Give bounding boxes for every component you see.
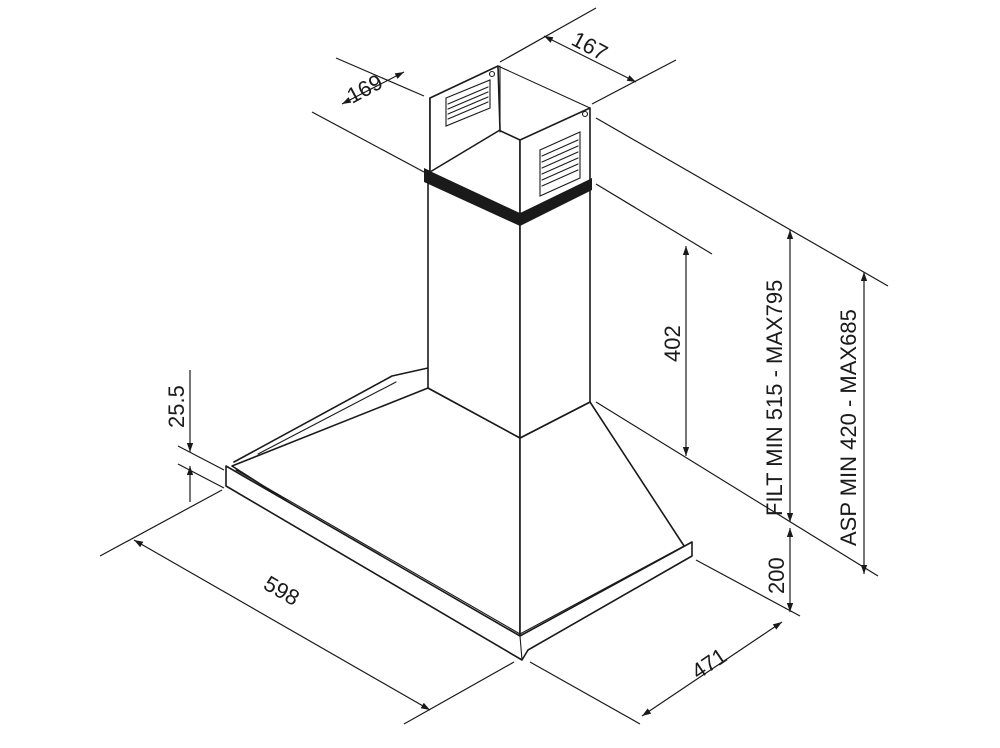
canopy-rear-shoulder: [233, 367, 429, 463]
front-lip: [225, 465, 693, 661]
label-canopy-height: 200: [764, 557, 789, 594]
label-depth: 471: [687, 643, 731, 684]
dimension-lines: [99, 7, 889, 725]
label-chimney-width: 167: [568, 26, 612, 65]
hood-body: [225, 65, 693, 661]
label-chimney-lower-height: 402: [660, 325, 685, 362]
canopy-right-face: [519, 401, 689, 651]
label-chimney-depth: 169: [343, 69, 387, 108]
upper-chimney-right: [519, 107, 591, 215]
label-filter-range: FILT MIN 515 - MAX795: [762, 280, 787, 516]
label-front-lip-height: 25.5: [164, 385, 189, 428]
label-aspiration-range: ASP MIN 420 - MAX685: [836, 309, 861, 546]
vent-grille-left: [445, 79, 491, 127]
lower-chimney-right: [519, 189, 591, 439]
label-width: 598: [260, 571, 304, 611]
chimney-joint-band: [424, 168, 592, 226]
vent-grille-right: [539, 131, 581, 197]
